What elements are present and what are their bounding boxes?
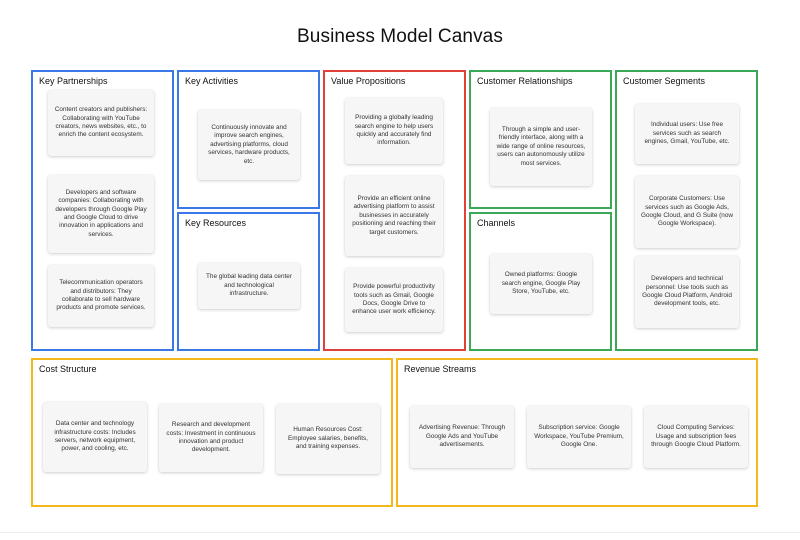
bottom-edge (0, 532, 800, 540)
cost-structure-card-3: Human Resources Cost: Employee salaries,… (276, 404, 380, 474)
key-partnerships-card-1: Content creators and publishers: Collabo… (48, 90, 154, 156)
cost-structure-card-2: Research and development costs: Investme… (159, 404, 263, 472)
key-activities-title: Key Activities (185, 76, 239, 86)
revenue-streams-card-2: Subscription service: Google Workspace, … (527, 406, 631, 468)
value-propositions-card-1: Providing a globally leading search engi… (345, 98, 443, 164)
value-propositions-title: Value Propositions (331, 76, 406, 86)
channels-title: Channels (477, 218, 516, 228)
key-partnerships-block: Key Partnerships Content creators and pu… (31, 70, 174, 351)
customer-segments-block: Customer Segments Individual users: Use … (615, 70, 758, 351)
key-partnerships-card-2: Developers and software companies: Colla… (48, 175, 154, 253)
canvas-title: Business Model Canvas (297, 26, 503, 47)
key-activities-block: Key Activities Continuously innovate and… (177, 70, 320, 209)
customer-relationships-block: Customer Relationships Through a simple … (469, 70, 612, 209)
key-resources-title: Key Resources (185, 218, 247, 228)
revenue-streams-card-3: Cloud Computing Services: Usage and subs… (644, 406, 748, 468)
key-resources-block: Key Resources The global leading data ce… (177, 212, 320, 351)
cost-structure-block: Cost Structure Data center and technolog… (31, 358, 393, 507)
customer-segments-card-3: Developers and technical personnel: Use … (635, 256, 739, 328)
cost-structure-title: Cost Structure (39, 364, 97, 374)
value-propositions-card-3: Provide powerful productivity tools such… (345, 268, 443, 332)
customer-relationships-card-1: Through a simple and user-friendly inter… (490, 108, 592, 186)
key-activities-card-1: Continuously innovate and improve search… (198, 110, 300, 180)
customer-segments-card-1: Individual users: Use free services such… (635, 104, 739, 164)
revenue-streams-block: Revenue Streams Advertising Revenue: Thr… (396, 358, 758, 507)
cost-structure-card-1: Data center and technology infrastructur… (43, 402, 147, 472)
revenue-streams-title: Revenue Streams (404, 364, 477, 374)
key-partnerships-card-3: Telecommunication operators and distribu… (48, 265, 154, 327)
customer-segments-card-2: Corporate Customers: Use services such a… (635, 176, 739, 248)
channels-card-1: Owned platforms: Google search engine, G… (490, 254, 592, 314)
value-propositions-card-2: Provide an efficient online advertising … (345, 176, 443, 256)
revenue-streams-card-1: Advertising Revenue: Through Google Ads … (410, 406, 514, 468)
customer-segments-title: Customer Segments (623, 76, 706, 86)
channels-block: Channels Owned platforms: Google search … (469, 212, 612, 351)
value-propositions-block: Value Propositions Providing a globally … (323, 70, 466, 351)
key-partnerships-title: Key Partnerships (39, 76, 108, 86)
customer-relationships-title: Customer Relationships (477, 76, 573, 86)
key-resources-card-1: The global leading data center and techn… (198, 263, 300, 309)
